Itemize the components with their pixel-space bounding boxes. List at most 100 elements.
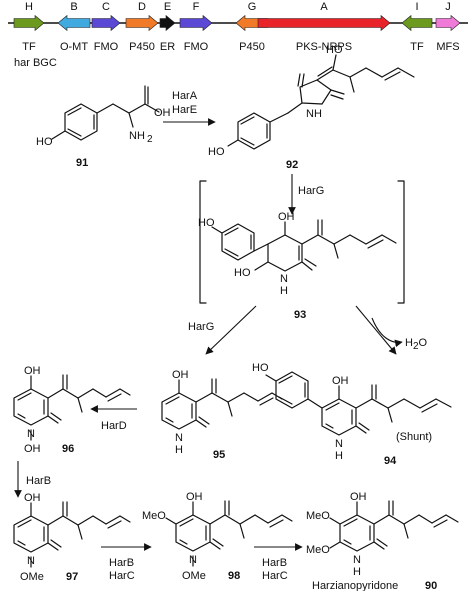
c96-n: N [27, 428, 35, 440]
gene-cluster: HTFBO-MTCFMODP450EERFFMOGP450APKS-NRPSIT… [8, 1, 468, 69]
c90-enol-oh: OH [350, 491, 367, 503]
c90-h: H [353, 566, 361, 578]
gene-arrow-c [91, 14, 121, 32]
compound-number-90: 90 [425, 580, 437, 591]
gene-function-i: TF [410, 41, 424, 53]
water-loss-curve [371, 317, 403, 348]
c90-meo-1: MeO [306, 510, 330, 522]
compound-96: OH N OH 96 [13, 365, 131, 455]
c96-n-oh: OH [24, 443, 41, 455]
gene-arrow-b [57, 14, 91, 32]
water-label: H2O [405, 337, 428, 352]
c98-enol-oh: OH [186, 491, 203, 503]
gene-arrow-d [125, 14, 159, 32]
c93-hydroxy: HO [234, 267, 251, 279]
reaction-1: HarA HarE [163, 90, 216, 126]
c92-enol-oh: HO [326, 44, 343, 56]
c93-h: H [280, 285, 288, 297]
c94-enol-oh: OH [332, 375, 349, 387]
compound-number-93: 93 [294, 309, 306, 321]
gene-function-a: PKS-NRPS [296, 41, 352, 53]
c91-oh-acid: OH [154, 107, 171, 119]
enzyme-harb-1: HarB [26, 475, 51, 487]
enzyme-harb-2: HarB [109, 557, 134, 569]
gene-arrow-f [179, 14, 213, 32]
reaction-4: H2O [355, 305, 428, 355]
gene-letter-g: G [248, 1, 257, 13]
compound-number-92: 92 [286, 159, 298, 171]
gene-function-j: MFS [436, 41, 459, 53]
enzyme-harc-1: HarC [109, 570, 135, 582]
compound-92: HO NH HO 92 [208, 44, 415, 171]
gene-function-h: TF [22, 41, 36, 53]
c93-n: N [280, 273, 288, 285]
cluster-label: har BGC [14, 57, 57, 69]
compound-name-90: Harzianopyridone [312, 580, 398, 591]
gene-letter-j: J [445, 1, 451, 13]
gene-letter-f: F [193, 1, 200, 13]
c97-n: N [27, 555, 35, 567]
gene-letter-a: A [320, 1, 328, 13]
gene-arrows: HTFBO-MTCFMODP450EERFFMOGP450APKS-NRPSIT… [13, 1, 461, 53]
enzyme-hara: HarA [172, 90, 198, 102]
c98-ome: OMe [182, 570, 206, 582]
c94-phenol: HO [252, 362, 269, 374]
compound-95: OH N H 95 [161, 369, 283, 461]
c92-phenol: HO [208, 146, 225, 158]
compound-number-91: 91 [76, 157, 88, 169]
reaction-arrow-3 [205, 305, 257, 355]
c93-enol-oh: OH [278, 211, 295, 223]
c98-meo: MeO [142, 510, 166, 522]
intermediate-bracket [199, 180, 405, 304]
c94-n: N [335, 438, 343, 450]
c96-enol-oh: OH [24, 365, 41, 377]
compound-number-94: 94 [384, 455, 397, 467]
c90-meo-2: MeO [306, 544, 330, 556]
gene-function-f: FMO [184, 41, 209, 53]
c95-n: N [175, 432, 183, 444]
reaction-2: HarG [288, 174, 324, 215]
gene-letter-b: B [70, 1, 77, 13]
c95-enol-oh: OH [172, 369, 189, 381]
compound-number-95: 95 [213, 449, 225, 461]
c94-h: H [335, 450, 343, 462]
c94-shunt-note: (Shunt) [396, 431, 432, 443]
c97-ome: OMe [20, 571, 44, 583]
compound-98: OH MeO N OMe 98 [142, 491, 293, 582]
compound-91: OH NH 2 HO 91 [36, 85, 171, 169]
enzyme-hare: HarE [172, 104, 197, 116]
gene-function-c: FMO [94, 41, 119, 53]
c91-phenol: HO [36, 136, 53, 148]
gene-function-e: ER [160, 41, 175, 53]
compound-94: HO OH N H (Shunt) 94 [252, 362, 452, 467]
gene-arrow-j [435, 14, 461, 32]
gene-letter-e: E [164, 1, 171, 13]
enzyme-harg-1: HarG [298, 185, 324, 197]
compound-number-97: 97 [66, 571, 78, 583]
c93-phenol: HO [198, 217, 215, 229]
c91-amine-sub: 2 [147, 134, 153, 145]
c97-enol-oh: OH [24, 492, 41, 504]
c91-amine: NH [129, 130, 145, 142]
c90-n: N [353, 554, 361, 566]
gene-arrow-h [13, 14, 45, 32]
c92-lactam-nh: NH [306, 108, 322, 120]
reaction-5: HarD [90, 405, 137, 432]
c98-n: N [189, 554, 197, 566]
reaction-7: HarB HarC [101, 543, 152, 582]
gene-arrow-a [257, 14, 391, 32]
reaction-8: HarB HarC [254, 543, 303, 582]
enzyme-harb-3: HarB [262, 557, 287, 569]
gene-arrow-i [401, 14, 433, 32]
enzyme-harg-2: HarG [188, 321, 214, 333]
gene-letter-h: H [25, 1, 33, 13]
compound-90: OH MeO MeO N H Harzianopyridone 90 [306, 491, 459, 591]
reaction-arrow-4 [355, 305, 397, 355]
gene-function-b: O-MT [60, 41, 88, 53]
gene-letter-i: I [415, 1, 418, 13]
enzyme-hard: HarD [101, 420, 127, 432]
compound-93: HO OH HO N H 93 [198, 211, 397, 321]
gene-letter-c: C [102, 1, 110, 13]
compound-number-98: 98 [228, 570, 240, 582]
gene-arrow-e [159, 14, 176, 32]
